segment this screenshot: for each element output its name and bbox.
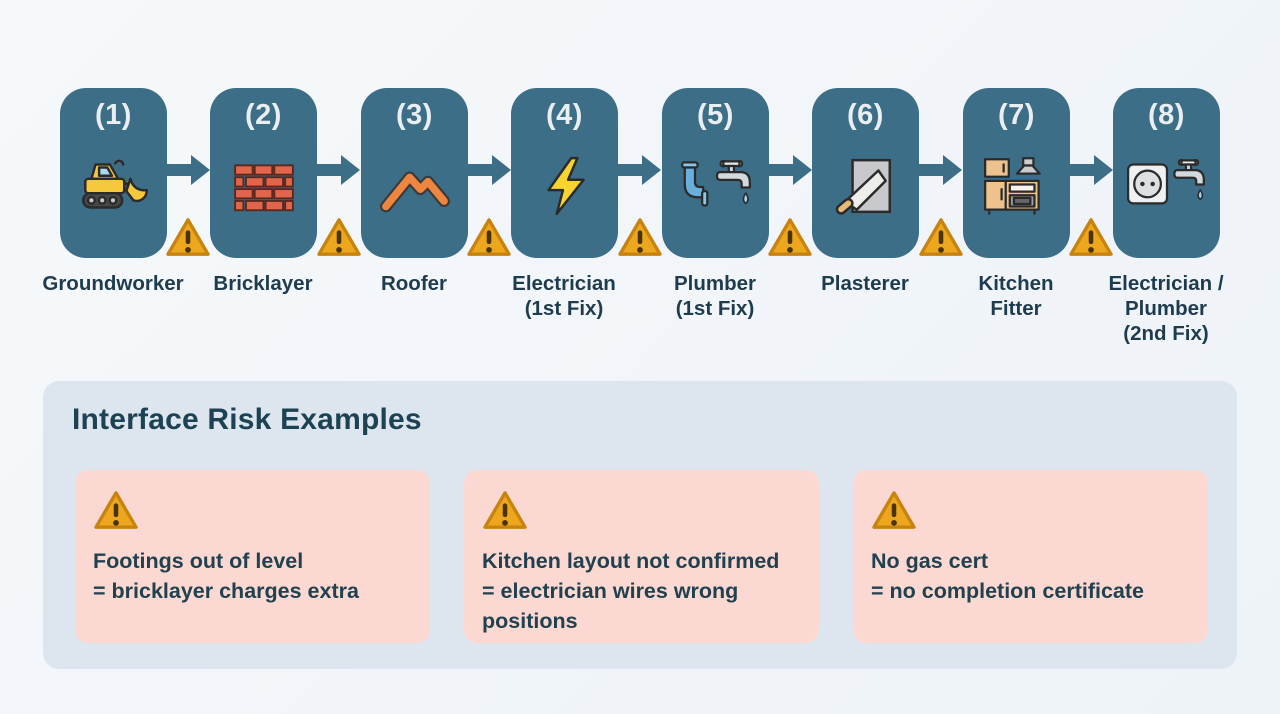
risk-card-text: Footings out of level = bricklayer charg…: [93, 549, 359, 604]
stage-label-plasterer: Plasterer: [821, 272, 909, 295]
risk-panel: Interface Risk Examples Footings out of …: [43, 381, 1237, 669]
arrow-right-icon: [919, 155, 962, 185]
warning-icon: [919, 218, 963, 256]
stage-card-bricklayer: (2): [210, 88, 317, 258]
stage-card-kitchen-fitter: (7): [963, 88, 1070, 258]
stage-card-plasterer: (6): [812, 88, 919, 258]
stage-number: (3): [396, 99, 433, 131]
stage-label-kitchen-fitter: Kitchen Fitter: [978, 272, 1054, 320]
warning-icon: [94, 491, 138, 529]
warning-icon: [467, 218, 511, 256]
stage-card-groundworker: (1): [60, 88, 167, 258]
stage-number: (8): [1148, 99, 1185, 131]
warning-icon: [1069, 218, 1113, 256]
stage-card-plumber-1st-fix: (5): [662, 88, 769, 258]
risk-card-text: No gas cert = no completion certificate: [871, 549, 1144, 604]
lightning-bolt-icon: [536, 138, 594, 234]
warning-icon: [618, 218, 662, 256]
warning-icon: [317, 218, 361, 256]
risk-card-text: Kitchen layout not confirmed = electrici…: [482, 549, 780, 634]
risk-card-gas-cert: No gas cert = no completion certificate: [853, 470, 1208, 643]
stage-number: (6): [847, 99, 884, 131]
stage-number: (1): [95, 99, 132, 131]
stage-card-electrician-plumber-2nd-fix: (8): [1113, 88, 1220, 258]
stage-card-electrician-1st-fix: (4): [511, 88, 618, 258]
stage-number: (2): [245, 99, 282, 131]
stage-label-bricklayer: Bricklayer: [213, 272, 313, 295]
digger-icon: [74, 138, 154, 234]
warning-icon: [768, 218, 812, 256]
warning-icon: [872, 491, 916, 529]
tap-and-pipe-icon: [675, 138, 757, 234]
kitchen-unit-icon: [980, 138, 1054, 234]
risk-card-kitchen-layout: Kitchen layout not confirmed = electrici…: [464, 470, 819, 643]
stage-label-groundworker: Groundworker: [42, 272, 184, 295]
arrow-right-icon: [1070, 155, 1113, 185]
stage-number: (7): [998, 99, 1035, 131]
socket-and-tap-icon: [1124, 138, 1210, 234]
risk-card-footings: Footings out of level = bricklayer charg…: [75, 470, 430, 643]
arrow-right-icon: [468, 155, 511, 185]
stage-number: (4): [546, 99, 583, 131]
stage-number: (5): [697, 99, 734, 131]
arrow-right-icon: [167, 155, 210, 185]
stage-label-electrician-1st-fix: Electrician (1st Fix): [512, 272, 616, 320]
roof-icon: [379, 138, 450, 234]
arrow-right-icon: [618, 155, 661, 185]
risk-card-list: Footings out of level = bricklayer charg…: [75, 470, 1208, 643]
stage-label-roofer: Roofer: [380, 272, 448, 295]
stage-label-electrician-plumber-2nd-fix: Electrician / Plumber (2nd Fix): [1108, 272, 1224, 345]
warning-icon: [483, 491, 527, 529]
stage-label-plumber-1st-fix: Plumber (1st Fix): [673, 272, 757, 320]
arrow-right-icon: [769, 155, 812, 185]
brick-wall-icon: [231, 138, 297, 234]
arrow-right-icon: [317, 155, 360, 185]
warning-icon: [166, 218, 210, 256]
trowel-and-board-icon: [835, 138, 897, 234]
stage-card-roofer: (3): [361, 88, 468, 258]
risk-panel-title: Interface Risk Examples: [72, 403, 422, 436]
